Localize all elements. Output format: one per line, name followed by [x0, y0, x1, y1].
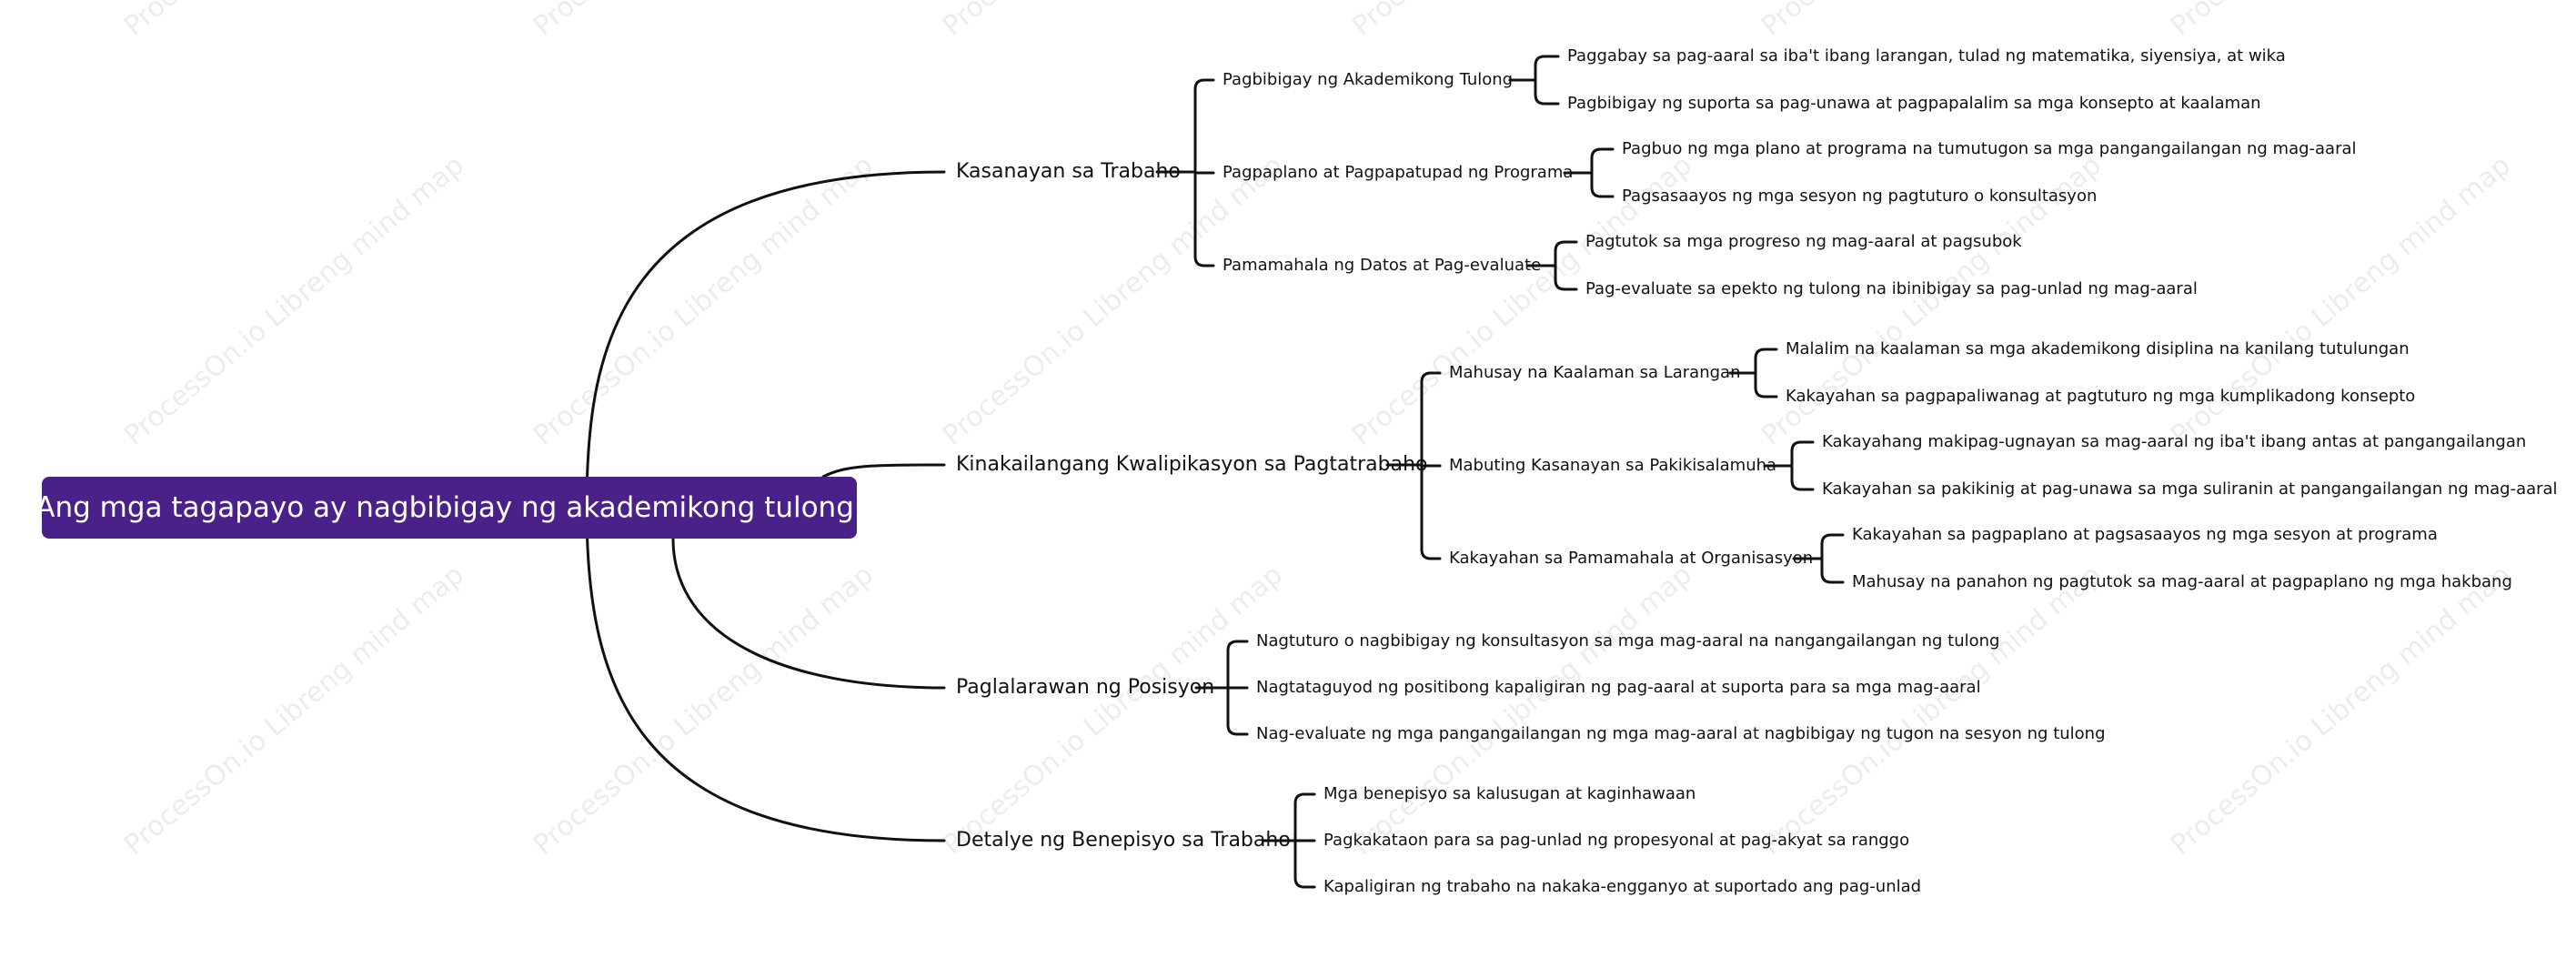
leaf-node[interactable]: Nagtuturo o nagbibigay ng konsultasyon s…	[1256, 631, 2000, 650]
leaf-node[interactable]: Kakayahan sa pagpapaliwanag at pagtuturo…	[1786, 387, 2416, 406]
leaf-node[interactable]: Pagkakataon para sa pag-unlad ng propesy…	[1323, 831, 1910, 850]
leaf-node[interactable]: Malalim na kaalaman sa mga akademikong d…	[1786, 339, 2410, 358]
connector-bracket	[1590, 147, 1615, 198]
leaf-node[interactable]: Kakayahan sa pakikinig at pag-unawa sa m…	[1822, 479, 2558, 499]
leaf-node[interactable]: Pagbibigay ng suporta sa pag-unawa at pa…	[1567, 94, 2261, 113]
connector-bracket	[1754, 348, 1778, 398]
leaf-node[interactable]: Mga benepisyo sa kalusugan at kaginhawaa…	[1323, 784, 1696, 803]
leaf-node[interactable]: Paggabay sa pag-aaral sa iba't ibang lar…	[1567, 46, 2286, 66]
subtopic-pamamahala-organisasyon[interactable]: Kakayahan sa Pamamahala at Organisasyon	[1449, 549, 1814, 568]
connector-bracket	[1790, 440, 1815, 491]
subtopic-akademikong-tulong[interactable]: Pagbibigay ng Akademikong Tulong	[1223, 70, 1514, 89]
connector-bracket	[1820, 533, 1845, 584]
leaf-node[interactable]: Pagbuo ng mga plano at programa na tumut…	[1622, 139, 2357, 158]
leaf-node[interactable]: Kakayahan sa pagpaplano at pagsasaayos n…	[1852, 525, 2438, 544]
leaf-node[interactable]: Kakayahang makipag-ugnayan sa mag-aaral …	[1822, 432, 2527, 451]
subtopic-kaalaman-sa-larangan[interactable]: Mahusay na Kaalaman sa Larangan	[1449, 363, 1741, 382]
leaf-node[interactable]: Nag-evaluate ng mga pangangailangan ng m…	[1256, 724, 2106, 743]
connector-root-branch	[585, 170, 946, 509]
branch-kasanayan-sa-trabaho[interactable]: Kasanayan sa Trabaho	[956, 160, 1181, 183]
subtopic-pakikisalamuha[interactable]: Mabuting Kasanayan sa Pakikisalamuha	[1449, 456, 1777, 475]
root-topic[interactable]: Ang mga tagapayo ay nagbibigay ng akadem…	[35, 477, 863, 539]
branch-paglalarawan-ng-posisyon[interactable]: Paglalarawan ng Posisyon	[956, 676, 1215, 699]
subtopic-datos-pag-evaluate[interactable]: Pamamahala ng Datos at Pag-evaluate	[1223, 256, 1542, 275]
connector-root-branch	[671, 537, 946, 690]
root-topic-label: Ang mga tagapayo ay nagbibigay ng akadem…	[35, 491, 863, 524]
branch-kinakailangang-kwalipikasyon[interactable]: Kinakailangang Kwalipikasyon sa Pagtatra…	[956, 453, 1428, 476]
branch-detalye-ng-benepisyo[interactable]: Detalye ng Benepisyo sa Trabaho	[956, 829, 1291, 852]
connector-bracket	[1554, 240, 1578, 291]
leaf-node[interactable]: Pag-evaluate sa epekto ng tulong na ibin…	[1585, 279, 2198, 298]
connector-bracket	[1534, 55, 1560, 106]
subtopic-pagpaplano-programa[interactable]: Pagpaplano at Pagpapatupad ng Programa	[1223, 163, 1574, 182]
leaf-node[interactable]: Pagtutok sa mga progreso ng mag-aaral at…	[1585, 232, 2022, 251]
leaf-node[interactable]: Mahusay na panahon ng pagtutok sa mag-aa…	[1852, 572, 2512, 591]
leaf-node[interactable]: Pagsasaayos ng mga sesyon ng pagtuturo o…	[1622, 187, 2098, 206]
leaf-node[interactable]: Nagtataguyod ng positibong kapaligiran n…	[1256, 678, 1981, 697]
leaf-node[interactable]: Kapaligiran ng trabaho na nakaka-enggany…	[1323, 877, 1922, 896]
connector-root-branch	[585, 506, 946, 842]
connector-root-branch	[821, 463, 946, 479]
